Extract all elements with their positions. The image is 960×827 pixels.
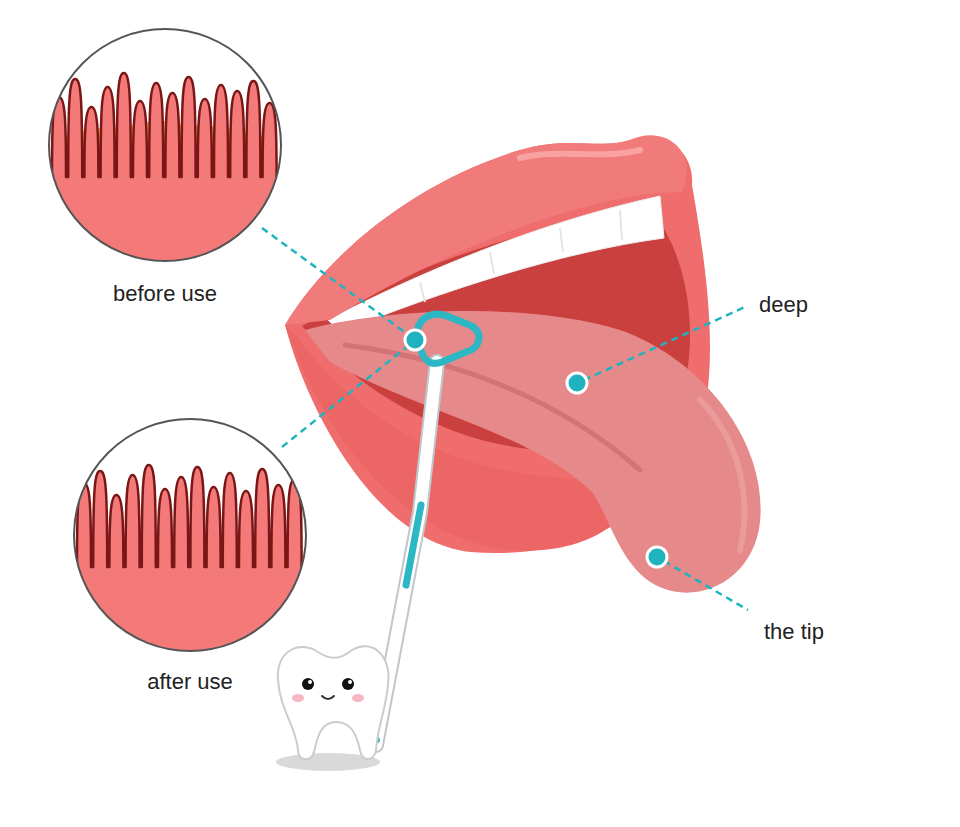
tongue-highlight <box>700 400 744 550</box>
magnified-circle: after use <box>72 417 308 695</box>
tongue-scraper <box>374 314 479 745</box>
circle-caption: after use <box>72 669 308 695</box>
magnified-tissue <box>72 417 308 653</box>
lip-highlight <box>520 150 640 158</box>
circle-border <box>49 29 281 261</box>
marker-dots <box>405 330 667 567</box>
upper-lip <box>285 135 687 325</box>
leader-lines <box>262 228 748 610</box>
papillae <box>47 73 283 263</box>
tongue-groove <box>345 345 640 470</box>
part-label: deep <box>757 292 810 318</box>
part-label: the tip <box>762 619 826 645</box>
tooth-mascot <box>278 646 389 759</box>
circle-border <box>74 419 306 651</box>
circle-caption: before use <box>47 281 283 307</box>
magnified-circle: before use <box>47 27 283 307</box>
papillae <box>72 465 308 653</box>
tongue <box>305 311 761 593</box>
magnified-tissue <box>47 27 283 263</box>
